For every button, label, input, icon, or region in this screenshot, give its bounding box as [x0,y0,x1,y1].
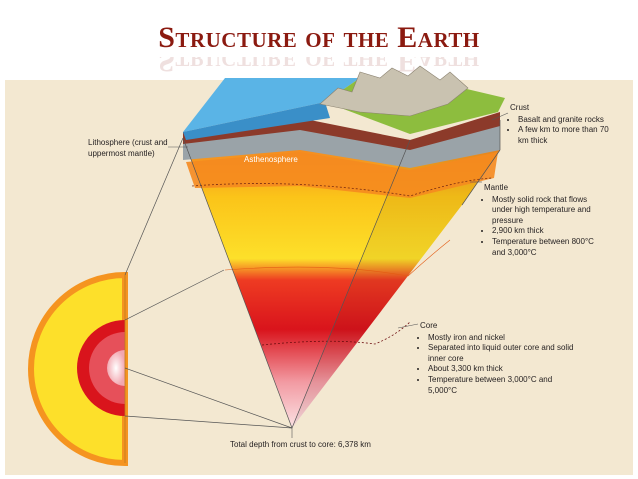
projection-lines [124,137,293,429]
earth-cross-section [28,271,128,467]
crust-heading: Crust [510,103,530,112]
crust-item: A few km to more than 70 km thick [518,125,620,146]
core-heading: Core [420,321,438,330]
mantle-item: Temperature between 800°C and 3,000°C [492,237,594,258]
earth-wedge [182,65,505,429]
crust-callout: Crust Basalt and granite rocks A few km … [510,103,620,146]
core-item: About 3,300 km thick [428,364,580,375]
mantle-heading: Mantle [484,183,509,192]
leader-lines [168,112,509,438]
core-callout: Core Mostly iron and nickel Separated in… [420,321,580,396]
core-item: Separated into liquid outer core and sol… [428,343,580,364]
core-item: Mostly iron and nickel [428,333,580,344]
page-title: Structure of the Earth [158,21,480,54]
mantle-item: Mostly solid rock that flows under high … [492,195,594,227]
total-depth-label: Total depth from crust to core: 6,378 km [230,440,371,449]
crust-item: Basalt and granite rocks [518,115,620,126]
core-item: Temperature between 3,000°C and 5,000°C [428,375,580,396]
mantle-item: 2,900 km thick [492,226,594,237]
lithosphere-label: Lithosphere (crust and uppermost mantle) [88,138,168,158]
mantle-callout: Mantle Mostly solid rock that flows unde… [484,183,594,258]
asthenosphere-label: Asthenosphere [244,155,298,164]
